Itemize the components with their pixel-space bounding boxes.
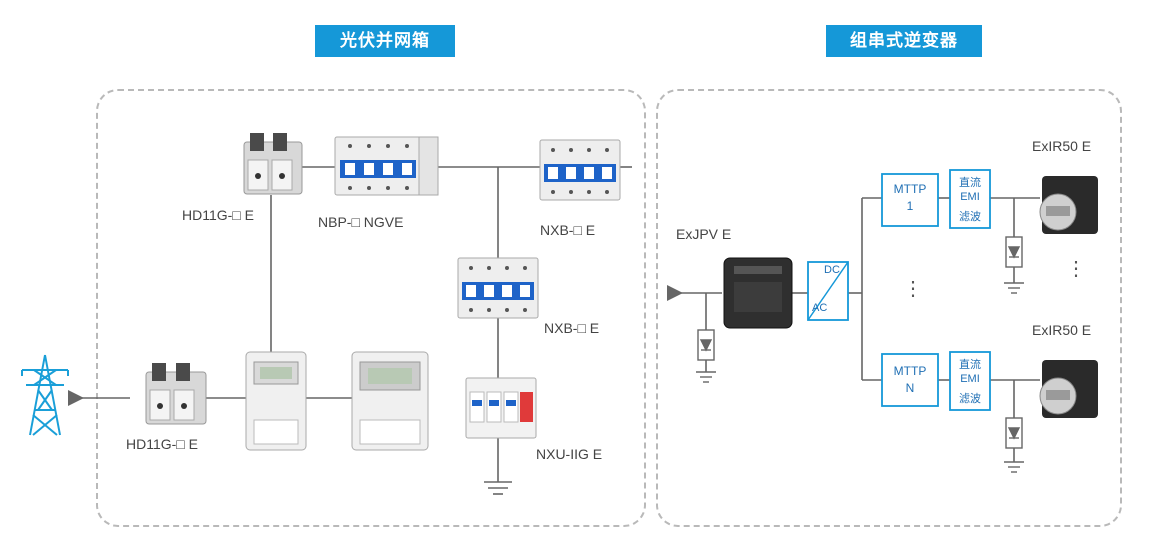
isolating-switch-top-label: HD11G-□ E [182, 207, 254, 223]
ground-symbol-left [484, 481, 512, 495]
rotary-isolator-bottom [1039, 360, 1098, 418]
isolating-switch-bottom [145, 363, 207, 425]
inverter-title: 组串式逆变器 [826, 25, 982, 57]
energy-meter-2 [351, 351, 429, 451]
emi-filter-top-box [949, 169, 991, 229]
arrester-symbol-bottom [1004, 417, 1024, 473]
mppt-1-box [881, 173, 939, 227]
surge-protector [465, 377, 537, 439]
emi-filter-bottom-line3: 滤波 [959, 392, 981, 405]
nbp-protector-module [334, 136, 439, 196]
surge-protector-label: NXU-IIG E [536, 446, 603, 462]
emi-filter-bottom-line1: 直流 [959, 358, 981, 371]
mppt-n-line2: N [905, 381, 915, 395]
mppt-n-box [881, 353, 939, 407]
mcb-top [539, 139, 621, 201]
nbp-module-label: NBP-□ NGVE [318, 214, 404, 230]
transmission-tower-icon [21, 354, 69, 436]
isolator-bottom-label: ExIR50 E [1032, 322, 1092, 338]
mcb-middle [457, 257, 539, 319]
inverter-label: ExJPV E [676, 226, 732, 242]
vertical-dots-mppt: ⋮ [903, 278, 923, 300]
isolator-top-label: ExIR50 E [1032, 138, 1092, 154]
rotary-isolator-top [1039, 176, 1098, 234]
energy-meter-1 [245, 351, 307, 451]
arrester-symbol-top [1004, 236, 1024, 294]
isolating-switch-bottom-label: HD11G-□ E [126, 436, 198, 452]
mppt-1-line1: MTTP [893, 182, 927, 196]
vertical-dots-isolator: ⋮ [1066, 258, 1086, 280]
mcb-top-label: NXB-□ E [540, 222, 596, 238]
grid-box-title: 光伏并网箱 [315, 25, 455, 57]
arrester-symbol-inverter [696, 329, 716, 383]
ac-label: AC [812, 302, 828, 314]
string-inverter-device [723, 257, 793, 329]
emi-filter-top-line3: 滤波 [959, 210, 981, 223]
dc-ac-converter [807, 261, 849, 321]
emi-filter-bottom-line2: EMI [960, 373, 980, 385]
emi-filter-top-line1: 直流 [959, 176, 981, 189]
emi-filter-top-line2: EMI [960, 191, 980, 203]
grid-box-panel [96, 89, 646, 527]
dc-label: DC [824, 264, 840, 276]
isolating-switch-top [243, 133, 303, 195]
mppt-1-line2: 1 [906, 199, 914, 213]
inverter-panel [656, 89, 1122, 527]
mcb-middle-label: NXB-□ E [544, 320, 600, 336]
mppt-n-line1: MTTP [893, 364, 927, 378]
emi-filter-bottom-box [949, 351, 991, 411]
